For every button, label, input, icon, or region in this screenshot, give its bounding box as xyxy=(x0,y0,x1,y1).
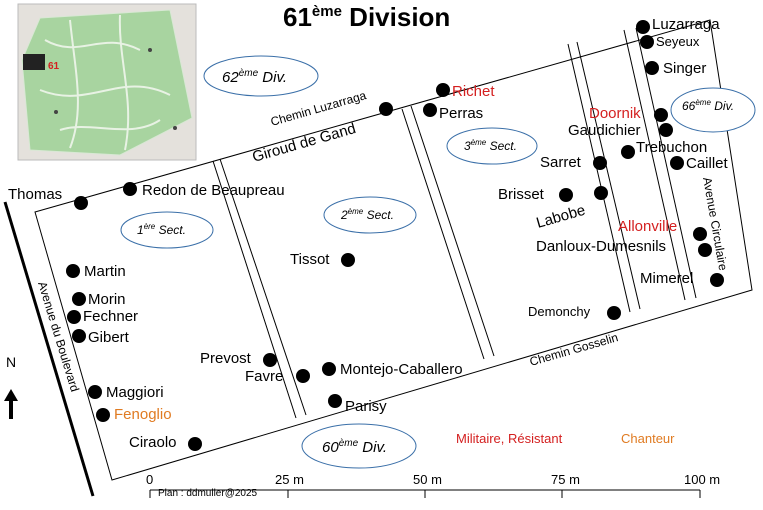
section-3: 3ème Sect. xyxy=(446,127,538,165)
grave-marker-allonville[interactable] xyxy=(693,227,707,241)
scale-tick-0: 0 xyxy=(146,472,153,487)
grave-marker-trebuchon[interactable] xyxy=(621,145,635,159)
grave-label-brisset: Brisset xyxy=(498,186,545,203)
grave-marker-mimerel[interactable] xyxy=(710,273,724,287)
grave-marker-danloux[interactable] xyxy=(698,243,712,257)
svg-text:3ème Sect.: 3ème Sect. xyxy=(464,138,517,153)
grave-marker-fechner[interactable] xyxy=(67,310,81,324)
grave-marker-martin[interactable] xyxy=(66,264,80,278)
grave-label-morin: Morin xyxy=(88,291,126,308)
grave-label-demonchy: Demonchy xyxy=(528,304,591,319)
grave-label-seyeux: Seyeux xyxy=(656,34,700,49)
grave-marker-gaudichier[interactable] xyxy=(659,123,673,137)
grave-marker-perras[interactable] xyxy=(423,103,437,117)
division-62: 62ème Div. xyxy=(203,55,319,97)
grave-label-maggiori: Maggiori xyxy=(106,384,164,401)
division-60: 60ème Div. xyxy=(301,423,417,469)
legend-chanteur: Chanteur xyxy=(621,431,675,446)
grave-label-martin: Martin xyxy=(84,263,126,280)
svg-text:60ème Div.: 60ème Div. xyxy=(322,438,387,456)
grave-marker-prevost[interactable] xyxy=(263,353,277,367)
grave-label-ciraolo: Ciraolo xyxy=(129,434,177,451)
division-66: 66ème Div. xyxy=(670,87,756,133)
section-1: 1ère Sect. xyxy=(120,211,214,249)
grave-label-favre: Favre xyxy=(245,368,283,385)
grave-label-richet: Richet xyxy=(452,83,495,100)
locator-61-block xyxy=(23,54,45,70)
svg-text:N: N xyxy=(6,354,16,370)
grave-label-montejo: Montejo-Caballero xyxy=(340,361,463,378)
grave-marker-brisset[interactable] xyxy=(559,188,573,202)
svg-text:2ème Sect.: 2ème Sect. xyxy=(340,207,394,222)
scale-bar: 0 25 m 50 m 75 m 100 m Plan : ddmuller@2… xyxy=(146,472,720,499)
grave-marker-sarret[interactable] xyxy=(593,156,607,170)
grave-marker-morin[interactable] xyxy=(72,292,86,306)
grave-label-giroud: Giroud de Gand xyxy=(250,120,357,166)
legend-militaire: Militaire, Résistant xyxy=(456,431,563,446)
section-2: 2ème Sect. xyxy=(323,196,417,234)
grave-marker-favre[interactable] xyxy=(296,369,310,383)
grave-label-prevost: Prevost xyxy=(200,350,252,367)
scale-tick-75: 75 m xyxy=(551,472,580,487)
grave-marker-richet[interactable] xyxy=(436,83,450,97)
avenue-circulaire-label: Avenue Circulaire xyxy=(700,176,730,272)
grave-label-doornik: Doornik xyxy=(589,105,641,122)
north-arrow-icon: N xyxy=(4,354,18,419)
grave-label-tissot: Tissot xyxy=(290,251,330,268)
grave-marker-singer[interactable] xyxy=(645,61,659,75)
grave-label-allonville: Allonville xyxy=(618,218,677,235)
grave-marker-maggiori[interactable] xyxy=(88,385,102,399)
grave-label-redon: Redon de Beaupreau xyxy=(142,182,285,199)
boulevard-line xyxy=(3,201,95,497)
grave-marker-gibert[interactable] xyxy=(72,329,86,343)
grave-marker-demonchy[interactable] xyxy=(607,306,621,320)
grave-marker-doornik[interactable] xyxy=(654,108,668,122)
svg-text:1ère Sect.: 1ère Sect. xyxy=(137,222,186,237)
grave-label-perras: Perras xyxy=(439,105,483,122)
grave-label-fechner: Fechner xyxy=(83,308,138,325)
division-boundary xyxy=(34,19,753,481)
svg-text:62ème Div.: 62ème Div. xyxy=(222,68,287,86)
svg-text:66ème Div.: 66ème Div. xyxy=(682,98,734,113)
grave-label-gaudichier: Gaudichier xyxy=(568,122,641,139)
grave-label-thomas: Thomas xyxy=(8,186,62,203)
scale-tick-25: 25 m xyxy=(275,472,304,487)
grave-marker-montejo[interactable] xyxy=(322,362,336,376)
grave-label-trebuchon: Trebuchon xyxy=(636,139,707,156)
grave-marker-tissot[interactable] xyxy=(341,253,355,267)
grave-marker-redon[interactable] xyxy=(123,182,137,196)
grave-marker-ciraolo[interactable] xyxy=(188,437,202,451)
grave-marker-caillet[interactable] xyxy=(670,156,684,170)
grave-label-sarret: Sarret xyxy=(540,154,582,171)
grave-label-gibert: Gibert xyxy=(88,329,130,346)
grave-marker-seyeux[interactable] xyxy=(640,35,654,49)
locator-inset: 61 xyxy=(17,3,197,161)
grave-label-singer: Singer xyxy=(663,60,706,77)
graves: Thomas Redon de Beaupreau Giroud de Gand… xyxy=(8,16,729,451)
grave-label-parisy: Parisy xyxy=(345,398,387,415)
locator-61-label: 61 xyxy=(48,61,60,72)
grave-label-labobe: Labobe xyxy=(534,202,587,232)
grave-marker-parisy[interactable] xyxy=(328,394,342,408)
section-dividers xyxy=(212,27,697,419)
grave-marker-fenoglio[interactable] xyxy=(96,408,110,422)
grave-label-danloux: Danloux-Dumesnils xyxy=(536,238,666,255)
grave-marker-giroud[interactable] xyxy=(379,102,393,116)
grave-label-fenoglio: Fenoglio xyxy=(114,406,172,423)
grave-marker-thomas[interactable] xyxy=(74,196,88,210)
grave-marker-labobe[interactable] xyxy=(594,186,608,200)
grave-label-luzarraga: Luzarraga xyxy=(652,16,720,33)
scale-tick-50: 50 m xyxy=(413,472,442,487)
grave-label-mimerel: Mimerel xyxy=(640,270,693,287)
scale-tick-100: 100 m xyxy=(684,472,720,487)
chemin-gosselin-label: Chemin Gosselin xyxy=(528,330,620,369)
grave-marker-luzarraga[interactable] xyxy=(636,20,650,34)
map-title: 61ème Division xyxy=(283,2,450,32)
map-credit: Plan : ddmuller@2025 xyxy=(158,488,258,499)
grave-label-caillet: Caillet xyxy=(686,155,729,172)
